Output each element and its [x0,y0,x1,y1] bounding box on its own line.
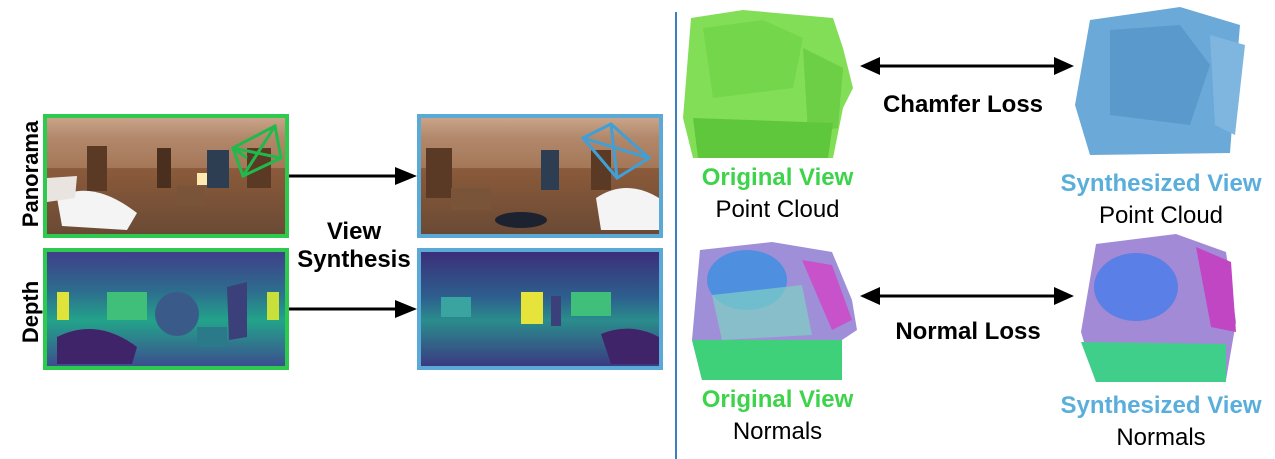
row-label-depth: Depth [18,280,43,344]
normal-loss-label: Normal Loss [895,318,1041,345]
synthesized-view-title-bottom: Synthesized View [1060,392,1262,419]
synthesized-view-sub-bottom: Normals [1116,424,1206,451]
synthesized-normals [1081,234,1236,382]
chamfer-loss-label: Chamfer Loss [882,91,1044,118]
original-panorama-image [43,114,289,238]
chamfer-loss-arrow [860,57,1074,75]
original-view-title-bottom: Original View [701,386,854,413]
arrow-panorama [289,167,417,185]
synthesized-view-title-top: Synthesized View [1060,170,1262,197]
section-divider [675,12,677,459]
normal-loss-arrow [860,287,1074,305]
synthesized-point-cloud [1075,7,1245,155]
original-view-sub-bottom: Normals [732,418,823,445]
original-normals [692,242,857,380]
original-view-title-top: Original View [701,164,854,191]
original-view-sub-top: Point Cloud [715,196,840,223]
synthesized-depth-image [417,248,663,370]
view-synthesis-label: View Synthesis [297,218,411,273]
arrow-depth [289,300,417,318]
synthesized-panorama-image [417,114,663,238]
row-label-panorama: Panorama [18,120,43,228]
original-depth-image [43,248,289,370]
original-point-cloud [683,10,853,158]
synthesized-view-sub-top: Point Cloud [1098,202,1224,229]
